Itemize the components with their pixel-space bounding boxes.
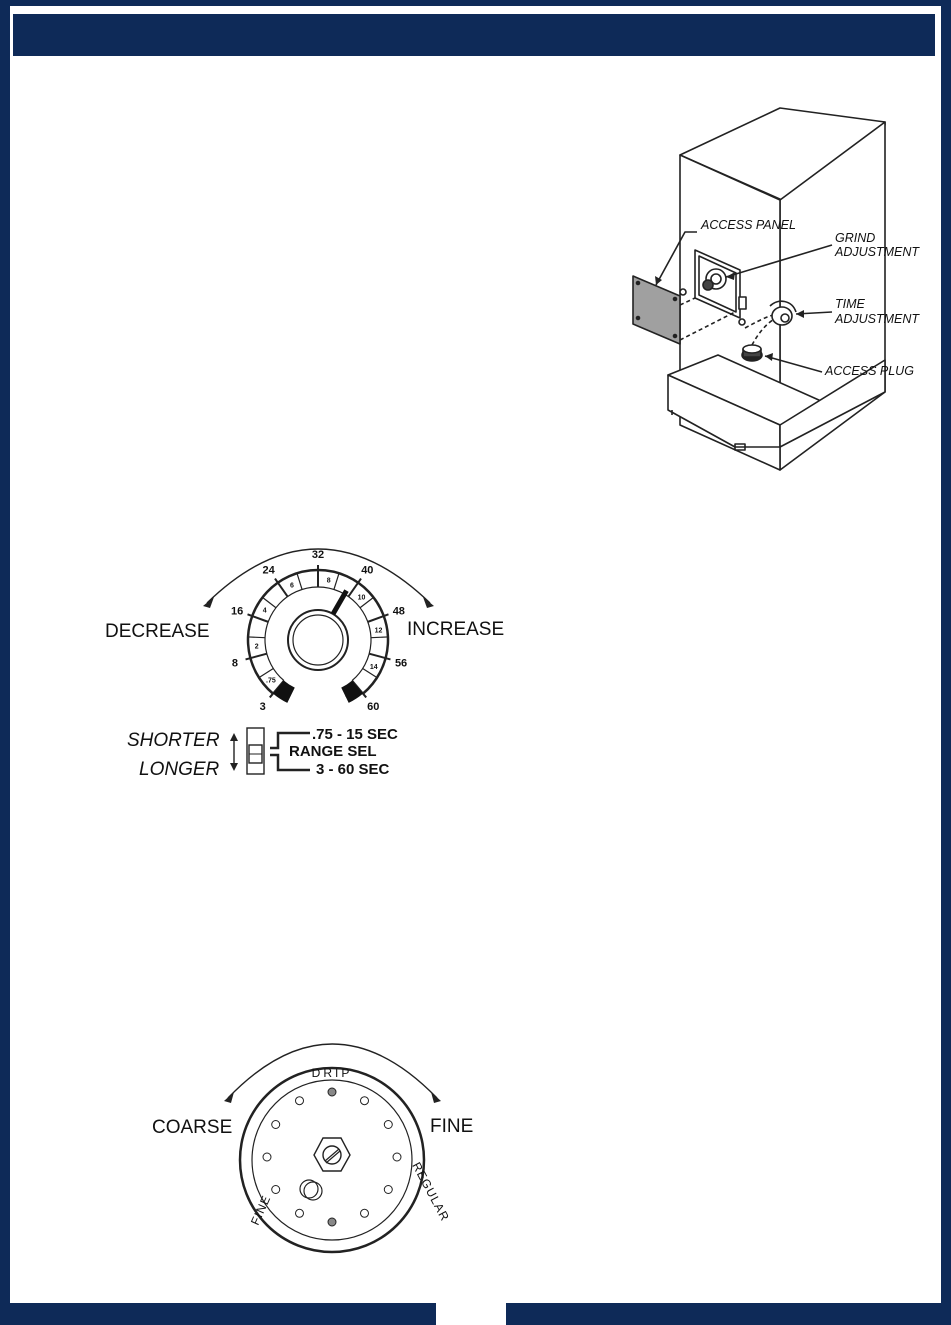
dial-outer-label: 60: [367, 701, 379, 713]
grind-setting-hole: [383, 1120, 393, 1129]
footer-bar-left: [0, 1303, 436, 1325]
range-sel-label: RANGE SEL: [289, 743, 377, 760]
dial-major-tick: [368, 652, 391, 661]
dial-minor-tick: [248, 636, 266, 639]
longer-label: LONGER: [139, 759, 220, 780]
timer-knob-inner: [292, 614, 344, 666]
timer-dial-body: 3.75821642463284010481256146015: [231, 549, 407, 713]
dial-minor-tick: [258, 667, 274, 679]
dial-outer-label: 8: [232, 657, 238, 669]
dial-outer-label: 56: [395, 657, 407, 669]
grind-setting-hole-marked: [327, 1217, 337, 1227]
dial-stop-low: [273, 680, 295, 703]
grind-setting-hole: [383, 1185, 393, 1194]
dial-direction-arc: [206, 548, 431, 604]
footer-bar-right: [506, 1303, 951, 1325]
dial-inner-label: 2: [255, 643, 259, 650]
dial-major-tick: [347, 577, 362, 598]
dial-minor-tick: [362, 667, 378, 679]
increase-label: INCREASE: [407, 619, 504, 640]
dial-minor-tick: [333, 573, 340, 590]
dial-outer-label: 48: [393, 606, 405, 618]
dial-stop-high: [341, 680, 363, 703]
dial-inner-label: 8: [327, 577, 331, 584]
dial-major-tick: [245, 652, 268, 661]
dial-outer-label: 3: [260, 701, 266, 713]
grind-setting-hole: [360, 1096, 369, 1106]
coarse-arrowhead: [224, 1092, 234, 1103]
fine-arrowhead: [431, 1092, 441, 1103]
decrease-label: DECREASE: [105, 621, 210, 642]
dial-major-tick: [274, 577, 289, 598]
grind-setting-hole: [360, 1208, 369, 1218]
grind-setting-hole: [271, 1120, 281, 1129]
base-front: [667, 374, 781, 448]
access-panel-label: ACCESS PANEL: [700, 218, 796, 232]
grind-setting-hole: [271, 1185, 281, 1194]
header-outline: [10, 10, 939, 60]
dial-inner-label: 6: [290, 582, 294, 589]
dial-inner-label: 10: [358, 595, 366, 602]
dial-pointer: [330, 589, 349, 616]
dial-inner-ring: [264, 586, 372, 682]
dial-minor-tick: [359, 596, 374, 609]
dial-outer-label: 40: [361, 565, 373, 577]
dial-inner-label: .75: [266, 678, 276, 685]
dial-major-tick: [247, 613, 269, 623]
time-adjustment-label-1: TIME: [835, 297, 866, 311]
grind-setting-hole: [295, 1096, 304, 1106]
access-plug-label: ACCESS PLUG: [824, 364, 914, 378]
range-low-label: 3 - 60 SEC: [316, 761, 390, 778]
grind-direction-arc: [227, 1043, 438, 1099]
drip-label: DRIP: [312, 1066, 353, 1080]
range-bracket: [270, 731, 310, 772]
dial-major-tick: [367, 613, 389, 623]
dial-inner-label: 14: [370, 664, 378, 671]
decrease-arrowhead: [203, 597, 214, 608]
dial-inner-label: 4: [263, 607, 267, 614]
dial-outer-label: 16: [231, 606, 243, 618]
footer-gap: [436, 1303, 506, 1325]
fine-label: FINE: [430, 1116, 473, 1137]
grind-setting-hole: [392, 1152, 402, 1162]
range-high-label: .75 - 15 SEC: [312, 726, 398, 743]
shorter-label: SHORTER: [127, 730, 220, 751]
grind-adjustment-label-2: ADJUSTMENT: [834, 245, 920, 259]
access-panel-plate: [632, 275, 681, 345]
grind-setting-hole: [295, 1208, 304, 1218]
header-bar: [13, 14, 935, 56]
increase-arrowhead: [423, 597, 434, 608]
dial-outer-label: 24: [263, 565, 276, 577]
dial-inner-label: 12: [375, 627, 383, 634]
dial-outer-label: 32: [312, 549, 324, 561]
grind-setting-hole-marked: [327, 1087, 337, 1097]
coarse-label: COARSE: [152, 1117, 232, 1138]
grind-adjustment-label-1: GRIND: [835, 231, 875, 245]
time-adjustment-label-2: ADJUSTMENT: [834, 312, 920, 326]
grind-setting-hole: [262, 1152, 272, 1162]
dial-minor-tick: [296, 573, 303, 590]
base-right: [779, 359, 886, 448]
dial-minor-tick: [370, 636, 388, 639]
range-select-switch[interactable]: [246, 727, 265, 775]
dial-minor-tick: [262, 596, 277, 609]
grind-dial[interactable]: [238, 1066, 426, 1254]
